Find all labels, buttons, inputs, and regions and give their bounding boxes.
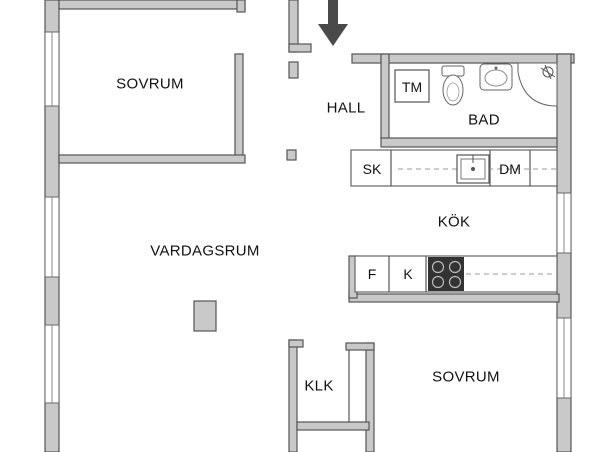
window-left-1 [44,31,60,107]
wall-klk-left-top [288,339,304,348]
window-left-3 [44,324,60,404]
fixture-label-dm: DM [499,161,521,177]
wall-top-left [58,0,246,10]
room-label-vardagsrum: VARDAGSRUM [150,242,260,260]
room-label-sovrum-bottom: SOVRUM [432,368,500,386]
wall-klk-bottom [296,421,370,431]
window-right-2 [556,317,572,399]
room-label-hall: HALL [326,99,366,117]
kitchen-counter-top [350,149,558,187]
wall-bad-bottom [380,137,562,148]
column [193,300,217,332]
wall-sovrum-top-bottom-stub [286,149,297,161]
wall-bad-top [351,53,575,64]
wall-sovrum-top-partition [234,53,244,159]
fixture-label-sk: SK [362,161,382,177]
window-left-2 [44,196,60,278]
wall-hall-top [288,43,312,53]
washbasin-icon [479,63,513,91]
stove-icon [428,257,464,291]
shower-icon [517,62,558,107]
wall-top-left-stub [236,0,246,13]
wall-bad-left [380,53,390,141]
room-label-bad: BAD [468,111,500,129]
sink-icon [456,154,490,184]
room-label-sovrum-top: SOVRUM [116,75,184,93]
room-label-kok: KÖK [437,213,471,231]
entrance-arrow-icon [318,0,348,46]
fixture-label-tm: TM [401,79,423,95]
wall-sovrum-top-bottom [58,154,246,164]
wall-hall-left-stub [288,61,299,79]
wall-klk-left [288,339,298,452]
toilet-icon [441,65,465,106]
window-right-1 [556,192,572,254]
tm-box [394,69,430,103]
wall-kok-lower [348,293,560,303]
fixture-label-f: F [367,266,377,282]
wall-klk-right [365,342,375,452]
wall-klk-right-top [345,342,375,351]
room-label-klk: KLK [304,377,334,395]
fixture-label-k: K [403,266,413,282]
